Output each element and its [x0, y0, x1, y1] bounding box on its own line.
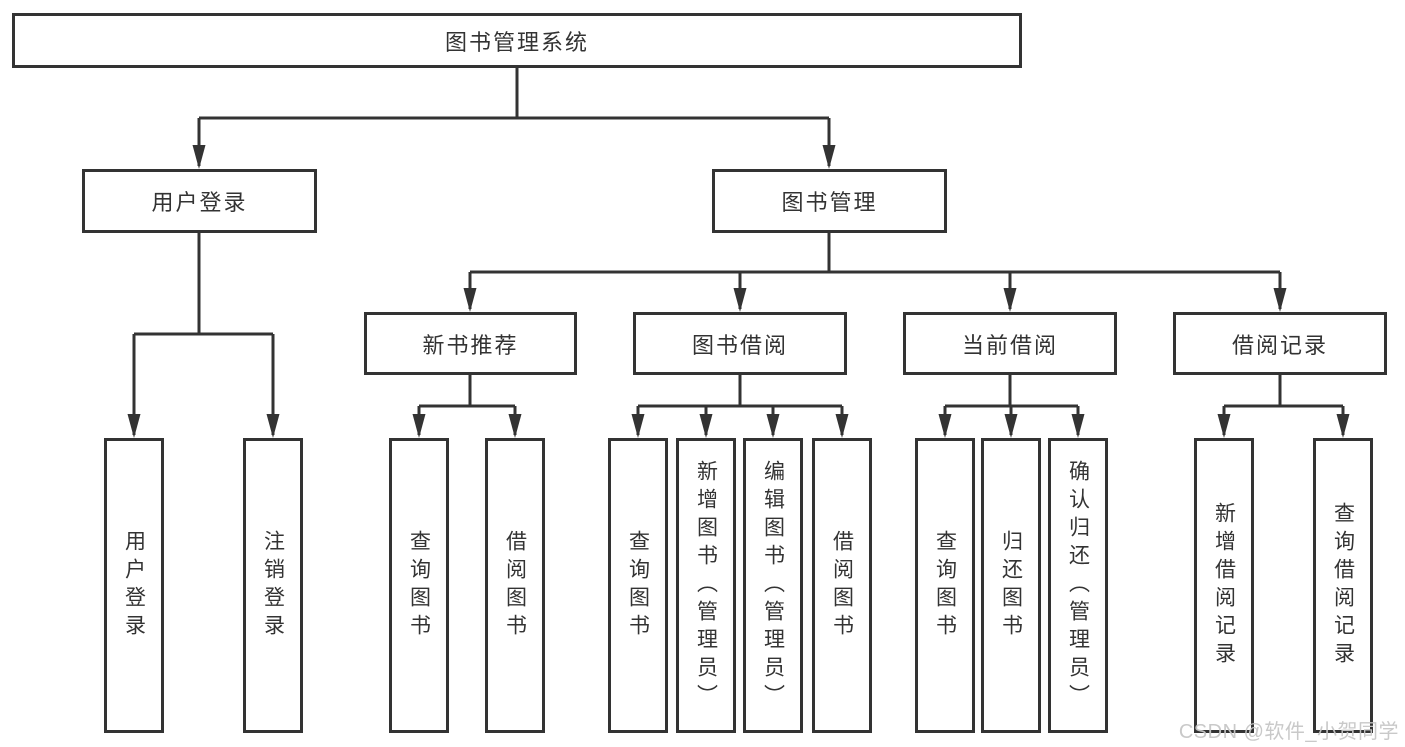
csdn-watermark: CSDN @软件_小贺同学	[1178, 721, 1399, 743]
node-library-system: 图书管理系统	[12, 13, 1022, 68]
leaf-label: 归还图书	[999, 529, 1023, 642]
node-book-management: 图书管理	[712, 169, 947, 233]
leaf-query-books-borrowing: 查询图书	[608, 438, 668, 733]
leaf-logout-login: 注销登录	[243, 438, 303, 733]
node-current-borrowing: 当前借阅	[903, 312, 1117, 375]
leaf-confirm-return-admin: 确认归还（管理员）	[1048, 438, 1108, 733]
leaf-label: 用户登录	[122, 529, 146, 642]
leaf-user-login: 用户登录	[104, 438, 164, 733]
leaf-label: 注销登录	[261, 529, 285, 642]
leaf-query-borrow-record: 查询借阅记录	[1313, 438, 1373, 733]
leaf-label: 查询图书	[626, 529, 650, 642]
node-user-login: 用户登录	[82, 169, 317, 233]
leaf-label: 借阅图书	[830, 529, 854, 642]
leaf-return-books: 归还图书	[981, 438, 1041, 733]
leaf-edit-books-admin: 编辑图书（管理员）	[743, 438, 803, 733]
node-label: 图书借阅	[691, 332, 788, 358]
leaf-query-books-recommend: 查询图书	[389, 438, 449, 733]
leaf-add-books-admin: 新增图书（管理员）	[676, 438, 736, 733]
leaf-add-borrow-record: 新增借阅记录	[1194, 438, 1254, 733]
node-label: 图书管理	[781, 190, 878, 215]
node-label: 借阅记录	[1231, 332, 1328, 358]
node-label: 当前借阅	[961, 332, 1058, 358]
arrowhead-icons	[127, 145, 1350, 438]
leaf-label: 查询借阅记录	[1331, 501, 1355, 670]
leaf-label: 编辑图书（管理员）	[761, 459, 785, 712]
leaf-label: 查询图书	[933, 529, 957, 642]
leaf-query-books-current: 查询图书	[915, 438, 975, 733]
leaf-borrow-books-borrowing: 借阅图书	[812, 438, 872, 733]
leaf-label: 借阅图书	[503, 529, 527, 642]
node-new-book-recommendation: 新书推荐	[364, 312, 577, 375]
node-label: 图书管理系统	[444, 29, 589, 55]
leaf-label: 确认归还（管理员）	[1066, 459, 1090, 712]
leaf-label: 新增借阅记录	[1212, 501, 1236, 670]
leaf-label: 新增图书（管理员）	[694, 459, 718, 712]
node-borrowing-records: 借阅记录	[1173, 312, 1387, 375]
node-label: 新书推荐	[422, 332, 519, 358]
node-label: 用户登录	[151, 190, 248, 215]
leaf-label: 查询图书	[407, 529, 431, 642]
leaf-borrow-books-recommend: 借阅图书	[485, 438, 545, 733]
node-book-borrowing: 图书借阅	[633, 312, 847, 375]
